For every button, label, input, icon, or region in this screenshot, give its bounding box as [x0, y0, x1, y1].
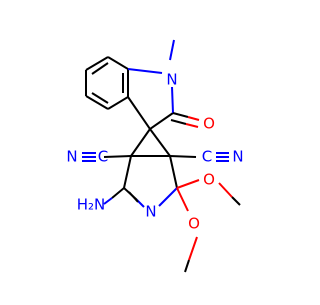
lactam-ring — [127, 39, 175, 130]
carbonyl-bond — [187, 116, 200, 121]
bond — [107, 96, 129, 110]
pyrroline-ring — [123, 155, 178, 208]
molecule-structure-canvas: N O N C C N H₂N N O O — [66, 39, 244, 273]
methoxy-methyl-lower — [188, 236, 198, 261]
methoxy-methyl-upper — [231, 196, 241, 206]
atom-label-o-methoxy-lower: O — [188, 215, 200, 233]
bond — [149, 112, 174, 130]
atom-label-n-nitrile-right: N — [232, 148, 243, 166]
bond — [127, 68, 163, 74]
atom-label-n-nitrile-left: N — [66, 148, 77, 166]
molecule-structure-svg: N O N C C N H₂N N O O — [66, 39, 244, 273]
atom-label-o-carbonyl: O — [203, 115, 215, 133]
atom-label-n-ring: N — [145, 203, 156, 221]
atom-label-amino: H₂N — [77, 196, 106, 214]
bond — [127, 96, 151, 130]
bond — [107, 56, 129, 70]
cyclopropane-ring — [130, 128, 171, 157]
methoxy-bond-lower — [176, 187, 189, 212]
benzene-ring — [85, 56, 129, 110]
methoxy-methyl-lower — [184, 259, 190, 273]
bond — [149, 128, 171, 157]
atom-label-c-nitrile-right: C — [202, 148, 212, 166]
bond — [130, 128, 151, 157]
bond — [172, 112, 189, 118]
nitrile-bond-left — [103, 155, 132, 158]
carbonyl-bond-inner — [185, 123, 199, 128]
methyl-bond — [169, 39, 175, 61]
bond-inner — [91, 62, 109, 75]
atom-label-n-indole: N — [166, 71, 177, 89]
methoxy-bond-upper — [176, 179, 200, 189]
atom-label-o-methoxy-upper: O — [203, 171, 215, 189]
carbonyl-bond-inner — [170, 119, 187, 125]
bond — [85, 95, 109, 110]
bond — [158, 187, 178, 207]
amino-bond — [111, 187, 125, 199]
atom-label-c-nitrile-left: C — [98, 148, 108, 166]
bond — [169, 155, 178, 189]
bond-inner — [91, 92, 109, 104]
nitrile-bond-right — [169, 155, 197, 158]
bond — [123, 155, 132, 189]
methoxy-methyl-upper — [218, 182, 233, 198]
bond — [171, 86, 174, 114]
bond — [85, 56, 109, 71]
bond-inner — [128, 191, 139, 203]
amino-bond — [103, 197, 113, 205]
